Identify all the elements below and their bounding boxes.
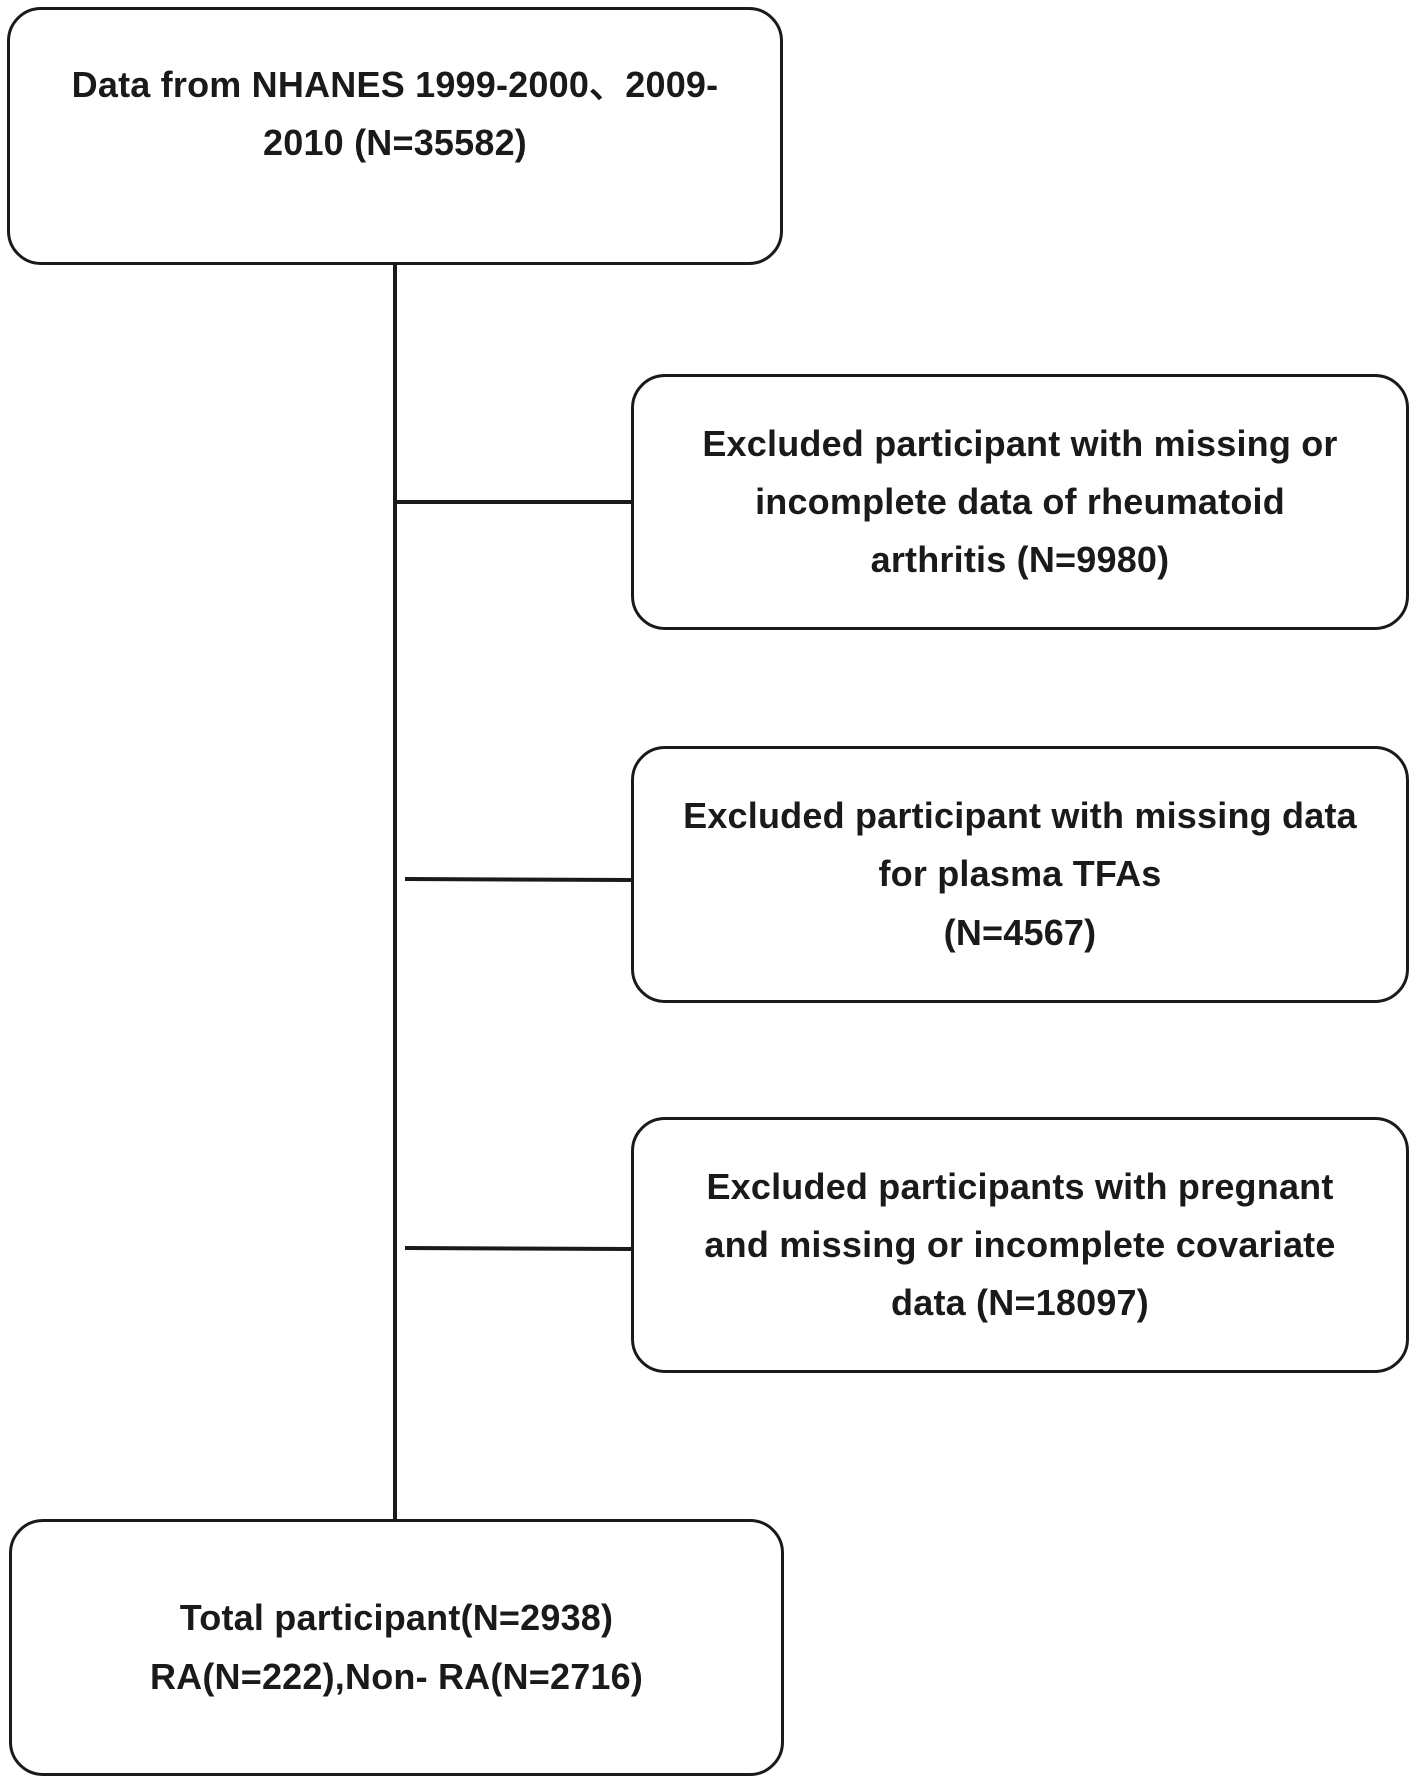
source-line-1: Data from NHANES 1999-2000、2009-: [71, 63, 719, 105]
exclusion-1-line-3: arthritis (N=9980): [870, 539, 1170, 581]
branch-connector-2: [404, 877, 632, 882]
exclusion-2-line-3: (N=4567): [943, 911, 1097, 953]
exclusion-box-pregnant-covariate: Excluded participants with pregnant and …: [631, 1117, 1409, 1373]
exclusion-2-line-2: for plasma TFAs: [878, 853, 1162, 895]
exclusion-box-rheumatoid-arthritis: Excluded participant with missing or inc…: [631, 374, 1409, 630]
source-data-box: Data from NHANES 1999-2000、2009- 2010 (N…: [7, 7, 783, 265]
source-data-text: Data from NHANES 1999-2000、2009- 2010 (N…: [72, 56, 719, 173]
exclusion-3-line-3: data (N=18097): [891, 1282, 1149, 1324]
branch-connector-3: [404, 1246, 632, 1251]
exclusion-3-line-2: and missing or incomplete covariate: [704, 1223, 1336, 1265]
total-participants-box: Total participant(N=2938) RA(N=222),Non-…: [9, 1519, 784, 1776]
total-line-2: RA(N=222),Non- RA(N=2716): [149, 1655, 644, 1697]
exclusion-box-plasma-tfas: Excluded participant with missing data f…: [631, 746, 1409, 1003]
exclusion-3-line-1: Excluded participants with pregnant: [706, 1165, 1334, 1207]
exclusion-1-line-1: Excluded participant with missing or: [702, 422, 1338, 464]
exclusion-1-line-2: incomplete data of rheumatoid: [755, 480, 1285, 522]
source-line-2: 2010 (N=35582): [263, 122, 527, 163]
exclusion-text-3: Excluded participants with pregnant and …: [704, 1158, 1335, 1333]
exclusion-text-1: Excluded participant with missing or inc…: [702, 415, 1337, 590]
exclusion-text-2: Excluded participant with missing data f…: [683, 787, 1357, 962]
exclusion-2-line-1: Excluded participant with missing data: [683, 795, 1357, 837]
total-line-1: Total participant(N=2938): [179, 1597, 614, 1639]
total-participants-text: Total participant(N=2938) RA(N=222),Non-…: [150, 1589, 643, 1706]
